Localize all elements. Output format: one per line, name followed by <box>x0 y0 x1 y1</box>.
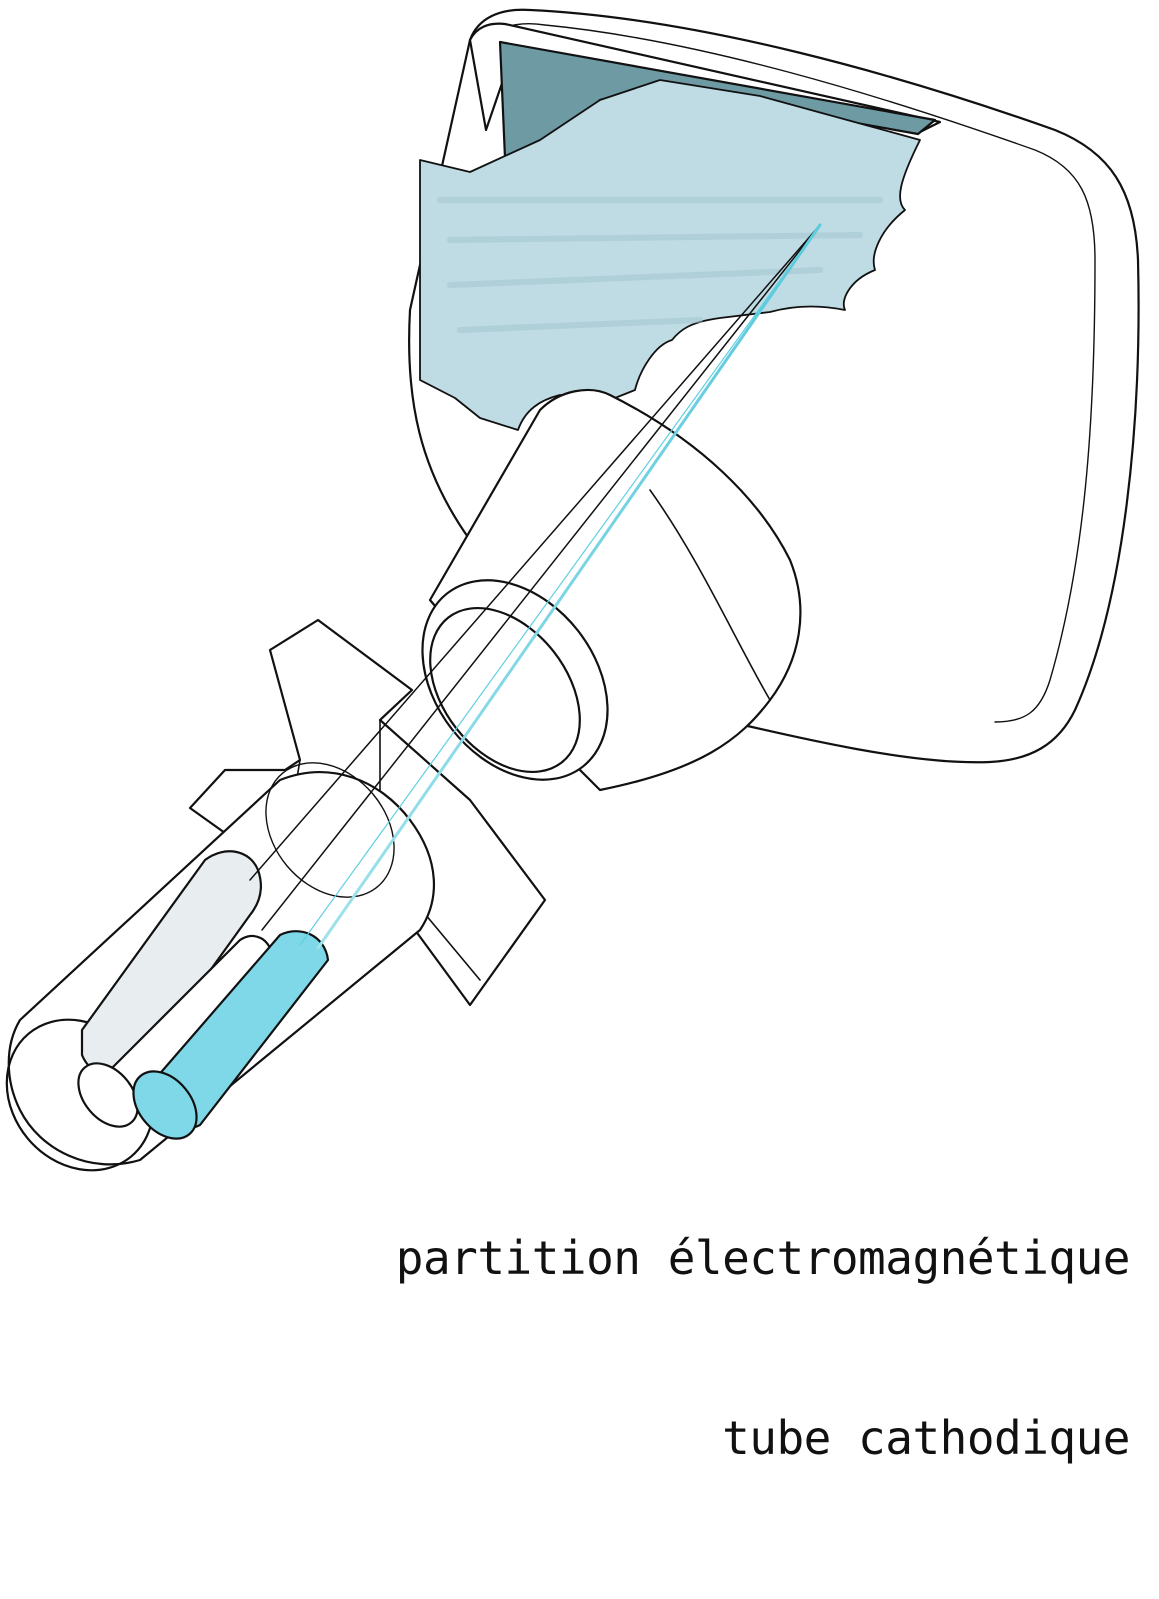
crt-drawing <box>0 0 1159 1173</box>
figure-caption: partition électromagnétique tube cathodi… <box>0 1103 1130 1599</box>
cathode-ray-tube-illustration: partition électromagnétique tube cathodi… <box>0 0 1159 1173</box>
caption-line-1: partition électromagnétique <box>0 1227 1130 1289</box>
caption-line-2: tube cathodique <box>0 1407 1130 1469</box>
